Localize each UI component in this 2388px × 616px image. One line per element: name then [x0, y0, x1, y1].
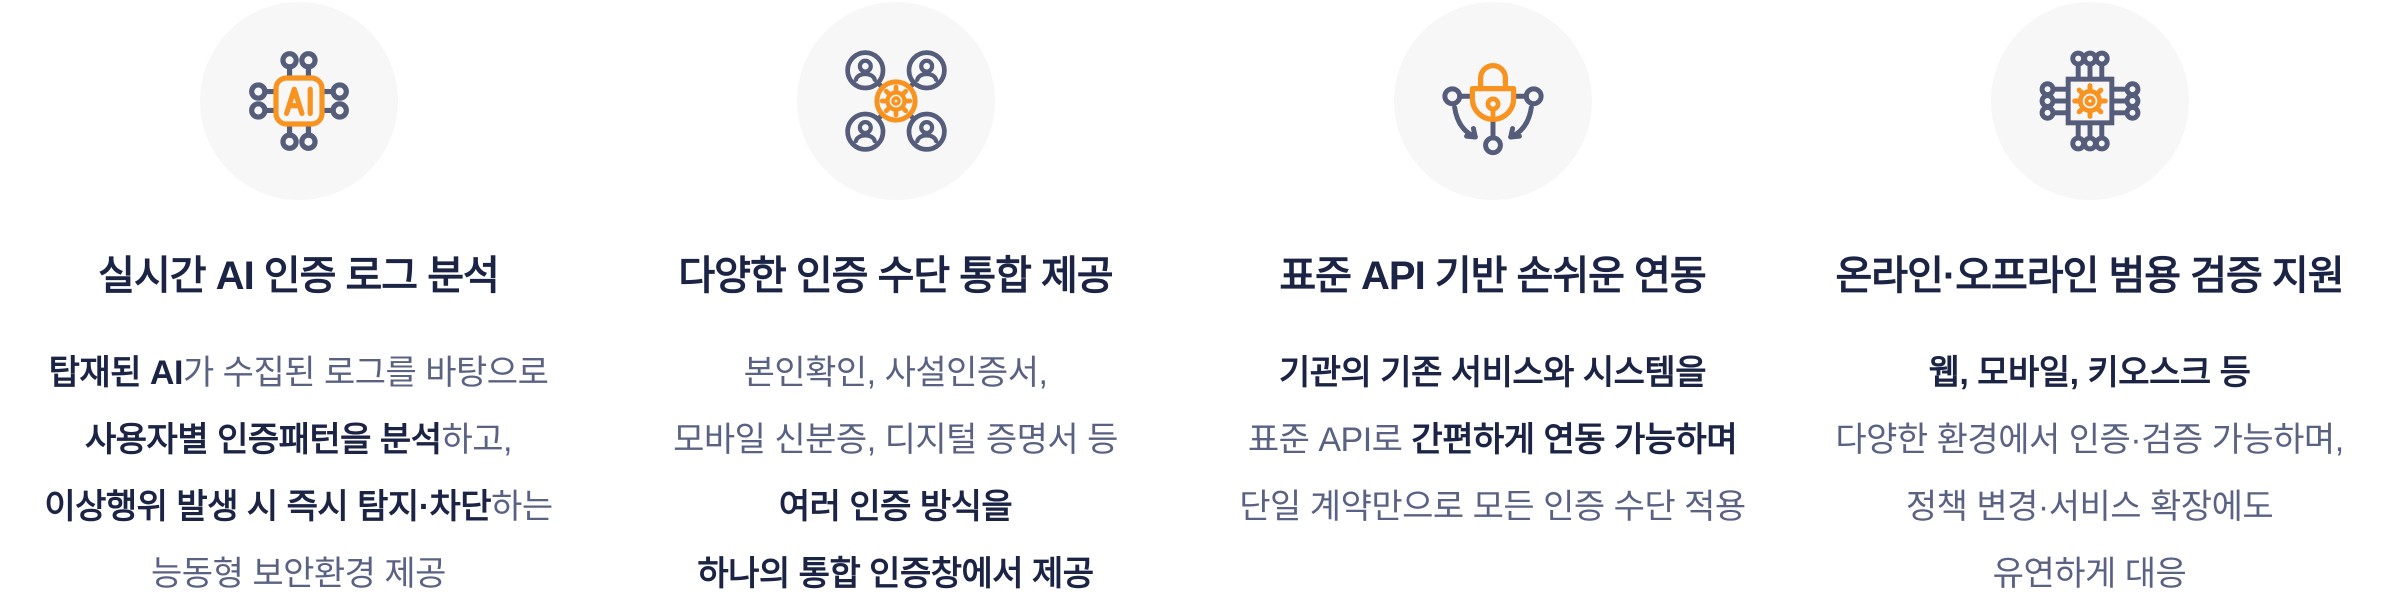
feature-title: 온라인·오프라인 범용 검증 지원: [1835, 254, 2344, 298]
feature-text-line: 단일 계약만으로 모든 인증 수단 적용: [1239, 474, 1746, 541]
feature-text-line: 유연하게 대응: [1835, 541, 2343, 608]
feature-text-segment: 능동형 보안환경 제공: [151, 555, 446, 593]
feature-text-line: 탑재된 AI가 수집된 로그를 바탕으로: [44, 340, 552, 407]
feature-text-line: 여러 인증 방식을: [673, 474, 1118, 541]
feature-title: 표준 API 기반 손쉬운 연동: [1279, 254, 1706, 298]
ai-chip-icon: [199, 2, 398, 200]
feature-text-segment: 웹, 모바일, 키오스크 등: [1928, 354, 2251, 392]
feature-text-segment: 기관의 기존 서비스와 시스템을: [1279, 354, 1706, 392]
feature-text-segment: 모바일 신분증, 디지털 증명서 등: [673, 421, 1118, 459]
padlock-link-icon: [1393, 2, 1592, 200]
feature-text-segment: 표준 API로: [1247, 421, 1412, 459]
feature-text-segment: 여러 인증 방식을: [778, 488, 1013, 526]
feature-text-line: 기관의 기존 서비스와 시스템을: [1239, 340, 1745, 407]
feature-text-line: 정책 변경·서비스 확장에도: [1835, 474, 2343, 541]
feature-title: 다양한 인증 수단 통합 제공: [678, 254, 1113, 298]
feature-text-segment: 사용자별 인증패턴을 분석: [85, 421, 442, 459]
feature-text-segment: 정책 변경·서비스 확장에도: [1905, 488, 2274, 526]
feature-text-segment: 유연하게 대응: [1992, 555, 2187, 593]
feature-text-segment: 하고,: [441, 421, 512, 459]
feature-text-segment: 가 수집된 로그를 바탕으로: [182, 354, 549, 392]
feature-text-line: 웹, 모바일, 키오스크 등: [1835, 340, 2343, 407]
feature-text-segment: 하는: [491, 488, 553, 526]
feature-text-line: 모바일 신분증, 디지털 증명서 등: [673, 407, 1118, 474]
feature-text-segment: 다양한 환경에서 인증·검증 가능하며,: [1835, 421, 2344, 459]
feature-column: 다양한 인증 수단 통합 제공 본인확인, 사설인증서, 모바일 신분증, 디지털…: [597, 0, 1194, 616]
feature-text-segment: 하나의 통합 인증창에서 제공: [697, 555, 1094, 593]
feature-text-line: 표준 API로 간편하게 연동 가능하며: [1239, 407, 1745, 474]
feature-text-segment: 간편하게 연동 가능하며: [1411, 421, 1738, 459]
feature-text-line: 다양한 환경에서 인증·검증 가능하며,: [1835, 407, 2344, 474]
chip-gear-icon: [1990, 2, 2189, 200]
feature-text-line: 능동형 보안환경 제공: [44, 541, 552, 608]
feature-text-line: 사용자별 인증패턴을 분석하고,: [44, 407, 552, 474]
feature-text-segment: 단일 계약만으로 모든 인증 수단 적용: [1239, 488, 1746, 526]
feature-text-line: 이상행위 발생 시 즉시 탐지·차단하는: [44, 474, 553, 541]
user-network-icon: [796, 2, 995, 200]
feature-title: 실시간 AI 인증 로그 분석: [98, 254, 500, 298]
feature-text-segment: 탑재된 AI: [48, 354, 184, 392]
feature-text-segment: 본인확인, 사설인증서,: [743, 354, 1048, 392]
feature-text-line: 본인확인, 사설인증서,: [673, 340, 1118, 407]
feature-text-line: 하나의 통합 인증창에서 제공: [673, 541, 1118, 608]
feature-text-segment: 이상행위 발생 시 즉시 탐지·차단: [44, 488, 492, 526]
